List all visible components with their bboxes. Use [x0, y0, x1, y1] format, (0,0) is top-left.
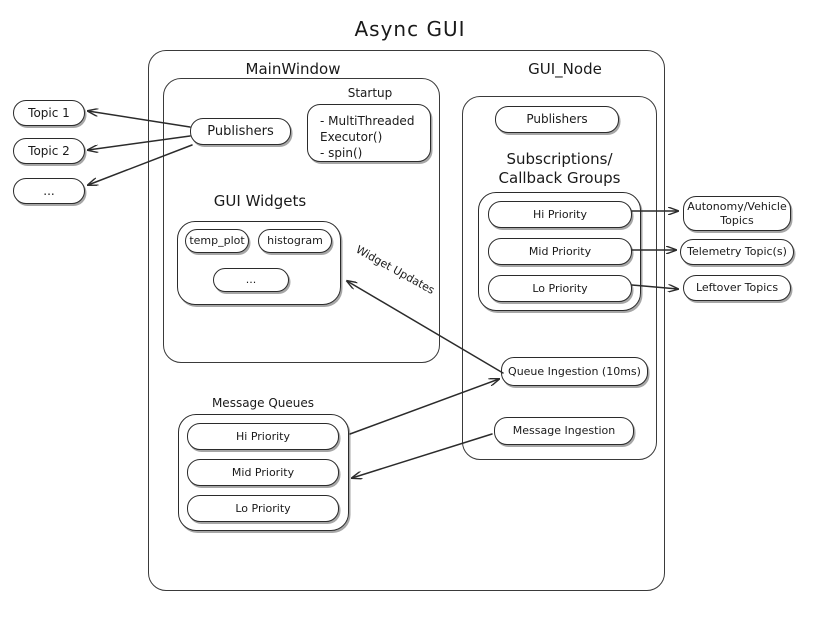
gui-widget-temp-plot[interactable]: temp_plot: [185, 229, 249, 253]
main-window-publishers-box[interactable]: Publishers: [190, 118, 291, 145]
topic-box-2[interactable]: Topic 2: [13, 138, 85, 164]
gui-node-publishers-box[interactable]: Publishers: [495, 106, 619, 133]
gui-node-label: GUI_Node: [528, 60, 602, 78]
subscription-hi-priority[interactable]: Hi Priority: [488, 201, 632, 228]
outer-system-container: [148, 50, 665, 591]
gui-widget-histogram[interactable]: histogram: [258, 229, 332, 253]
subscription-mid-priority[interactable]: Mid Priority: [488, 238, 632, 265]
main-window-label: MainWindow: [245, 60, 341, 78]
main-window-container: [163, 78, 440, 363]
subscriptions-label: Subscriptions/ Callback Groups: [498, 150, 621, 188]
message-queues-container: [178, 414, 349, 531]
telemetry-topics-box[interactable]: Telemetry Topic(s): [680, 239, 794, 265]
topic-box-1[interactable]: Topic 1: [13, 100, 85, 126]
startup-label: Startup: [347, 86, 393, 100]
message-queue-mid-priority[interactable]: Mid Priority: [187, 459, 339, 486]
queue-ingestion-box[interactable]: Queue Ingestion (10ms): [501, 357, 648, 386]
startup-body-box: - MultiThreaded Executor() - spin(): [307, 104, 431, 162]
message-queues-label: Message Queues: [211, 396, 315, 410]
message-queue-hi-priority[interactable]: Hi Priority: [187, 423, 339, 450]
gui-widget-ellipsis[interactable]: ...: [213, 268, 289, 292]
subscriptions-container: [478, 192, 641, 311]
page-title: Async GUI: [354, 17, 466, 41]
gui-node-container: [462, 96, 657, 460]
autonomy-vehicle-topics-box[interactable]: Autonomy/Vehicle Topics: [683, 196, 791, 231]
subscription-lo-priority[interactable]: Lo Priority: [488, 275, 632, 302]
message-ingestion-box[interactable]: Message Ingestion: [494, 417, 634, 445]
leftover-topics-box[interactable]: Leftover Topics: [683, 275, 791, 301]
gui-widgets-label: GUI Widgets: [213, 192, 307, 210]
gui-widgets-container: [177, 221, 341, 305]
message-queue-lo-priority[interactable]: Lo Priority: [187, 495, 339, 522]
topic-box-ellipsis[interactable]: ...: [13, 178, 85, 204]
